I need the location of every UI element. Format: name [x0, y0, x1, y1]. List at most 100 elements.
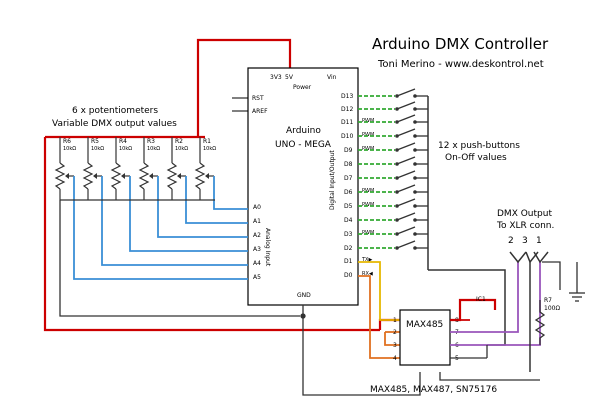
pin-d2: D2: [344, 245, 353, 252]
xlr-pin-1: 1: [536, 236, 542, 246]
pwm-tag-d10: PWM: [362, 132, 374, 138]
pin-vin: Vin: [327, 74, 337, 81]
analog-wire-r1: [213, 176, 248, 210]
push-button-d5: [358, 198, 428, 208]
rx-tag: RX◀: [362, 271, 373, 277]
pin-d3: D3: [344, 231, 353, 238]
pin-gnd: GND: [297, 292, 311, 299]
pin-5v: 5V: [285, 74, 294, 81]
pot-ref-r2: R2: [175, 138, 183, 145]
pin-d13: D13: [341, 93, 353, 100]
push-button-d13: [358, 88, 428, 98]
pwm-tags: PWM PWM PWM PWM PWM PWM: [362, 118, 374, 236]
xlr-pin-3: 3: [522, 236, 528, 246]
digital-pins: D13 D12 D11 D10 D9 D8 D7 D6 D5 D4 D3 D2 …: [341, 93, 353, 279]
arduino-model: UNO - MEGA: [275, 140, 332, 150]
max485-left-pins: 1 2 3 4: [393, 317, 397, 362]
dmx-subheading: To XLR conn.: [496, 221, 554, 231]
max485-name: MAX485: [406, 320, 443, 330]
arduino-name: Arduino: [286, 126, 321, 136]
pin-d1: D1: [344, 258, 353, 265]
push-button-d9: [358, 142, 428, 152]
tx-wire: [358, 261, 400, 321]
push-buttons: [358, 88, 428, 250]
de-re-wire: [384, 332, 400, 346]
analog-input-label: Analog Input: [264, 228, 271, 267]
push-button-d6: [358, 184, 428, 194]
pot-ref-r3: R3: [147, 138, 155, 145]
push-button-d4: [358, 212, 428, 222]
push-button-d7: [358, 170, 428, 180]
analog-wire-r5: [101, 176, 248, 266]
pots-subheading: Variable DMX output values: [52, 119, 177, 129]
pwm-tag-d5: PWM: [362, 202, 374, 208]
pwm-tag-d6: PWM: [362, 188, 374, 194]
push-button-d2: [358, 240, 428, 250]
tx-tag: TX▶: [361, 257, 372, 263]
pot-ref-r1: R1: [203, 138, 211, 145]
ground-net: [300, 261, 561, 396]
pin-rst: RST: [252, 95, 264, 102]
pots-heading: 6 x potentiometers: [72, 106, 158, 116]
pin-3v3: 3V3: [270, 74, 282, 81]
push-button-d12: [358, 101, 428, 111]
analog-wire-r3: [157, 176, 248, 238]
digital-io-label: Digital Input/Output: [329, 150, 336, 210]
pin-d11: D11: [341, 119, 353, 126]
r7-ref: R7: [544, 297, 552, 304]
xlr-pin-2: 2: [508, 236, 514, 246]
pot-ground-return: [59, 200, 300, 317]
push-button-d8: [358, 156, 428, 166]
pot-ref-r5: R5: [91, 138, 99, 145]
ground-symbol: [569, 262, 585, 302]
buttons-subheading: On-Off values: [445, 153, 507, 163]
pin-d6: D6: [344, 189, 353, 196]
dmx-heading: DMX Output: [497, 209, 552, 219]
pin-a4: A4: [253, 260, 261, 267]
max485-footer: MAX485, MAX487, SN75176: [370, 385, 497, 395]
diagram-title: Arduino DMX Controller: [372, 35, 549, 53]
pwm-tag-d3: PWM: [362, 230, 374, 236]
push-button-d11: [358, 114, 428, 124]
max-pin-1: 1: [393, 317, 397, 324]
xlr-connectors: [509, 251, 549, 372]
r7-resistor: [534, 300, 546, 345]
pot-value-r2: 10kΩ: [175, 146, 188, 152]
pin-d8: D8: [344, 161, 353, 168]
pwm-tag-d11: PWM: [362, 118, 374, 124]
rx-wire: [358, 275, 400, 359]
author-credit: Toni Merino - www.deskontrol.net: [377, 59, 544, 70]
pot-value-r3: 10kΩ: [147, 146, 160, 152]
pin-a2: A2: [253, 232, 261, 239]
pin-aref: AREF: [252, 108, 268, 115]
analog-wire-r2: [185, 176, 248, 224]
power-label: Power: [293, 84, 312, 91]
pot-value-r4: 10kΩ: [119, 146, 132, 152]
pot-value-r1: 10kΩ: [203, 146, 216, 152]
pin-d5: D5: [344, 203, 353, 210]
pin-d7: D7: [344, 175, 353, 182]
pin-d9: D9: [344, 147, 353, 154]
push-button-d3: [358, 226, 428, 236]
max-pin-3: 3: [393, 342, 397, 349]
pot-value-r6: 10kΩ: [63, 146, 76, 152]
r7-value: 100Ω: [544, 305, 560, 312]
analog-wire-r4: [129, 176, 248, 252]
pin-d4: D4: [344, 217, 353, 224]
pot-value-r5: 10kΩ: [91, 146, 104, 152]
arduino-board: [247, 67, 359, 306]
push-button-d10: [358, 128, 428, 138]
max-pin-2: 2: [393, 329, 397, 336]
pin-a0: A0: [253, 204, 261, 211]
pin-d0: D0: [344, 272, 353, 279]
buttons-heading: 12 x push-buttons: [438, 141, 520, 151]
max-pin-4: 4: [393, 355, 397, 362]
pot-ref-r4: R4: [119, 138, 127, 145]
pin-d12: D12: [341, 106, 353, 113]
